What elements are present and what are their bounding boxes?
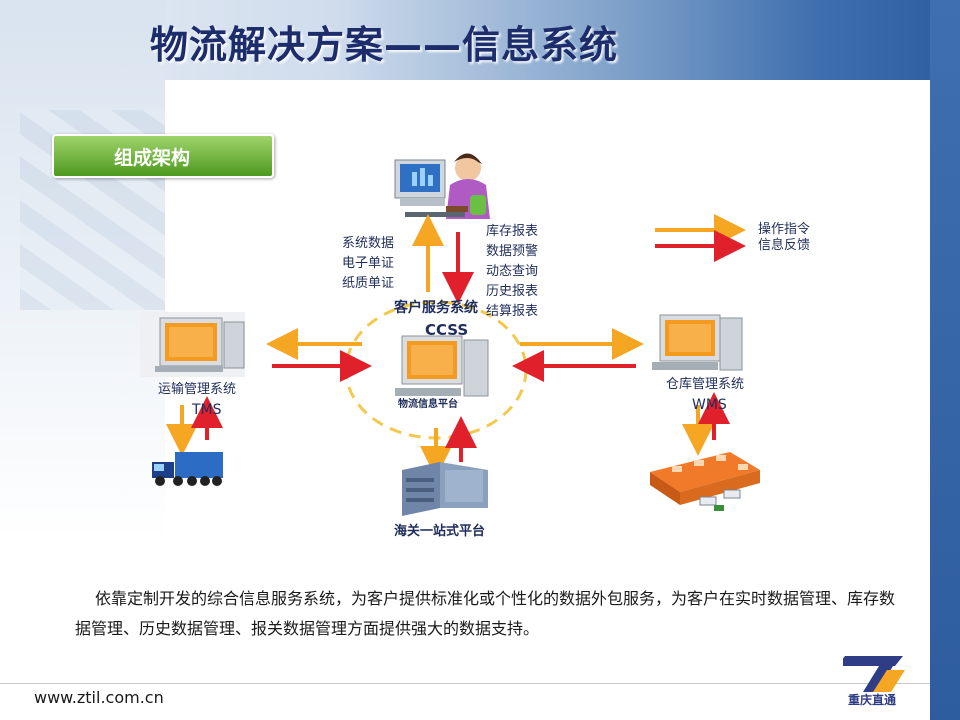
incoming-label-3: 动态查询 (486, 264, 539, 279)
legend-label-1: 操作指令 (758, 222, 811, 237)
footer-url: www.ztil.com.cn (34, 688, 164, 707)
section-badge: 组成架构 (52, 134, 274, 178)
center-system-code: CCSS (425, 321, 469, 339)
customs-server-icon (402, 462, 488, 516)
tms-computer-icon (140, 312, 245, 377)
center-system-title: 客户服务系统 (394, 300, 478, 316)
warehouse-icon (650, 452, 760, 511)
legend-label-2: 信息反馈 (758, 238, 811, 253)
incoming-label-1: 库存报表 (486, 224, 539, 239)
wms-name: 仓库管理系统 (666, 377, 745, 392)
page-title: 物流解决方案——信息系统 (150, 23, 619, 67)
content-area (165, 80, 930, 640)
incoming-label-2: 数据预警 (486, 244, 539, 259)
outgoing-label-2: 电子单证 (342, 256, 395, 271)
incoming-label-5: 结算报表 (486, 304, 539, 319)
wms-code: WMS (692, 397, 727, 413)
center-computer-icon (395, 335, 489, 397)
company-logo (843, 656, 905, 692)
operator-workstation-icon (394, 153, 490, 219)
platform-label: 物流信息平台 (398, 399, 458, 410)
logo-text: 重庆直通 (848, 693, 897, 707)
tms-code: TMS (192, 402, 222, 418)
footer-divider (0, 683, 930, 684)
right-edge-bar (930, 0, 960, 720)
outgoing-label-1: 系统数据 (342, 236, 395, 251)
description-text: 依靠定制开发的综合信息服务系统，为客户提供标准化或个性化的数据外包服务，为客户在… (75, 589, 896, 638)
outgoing-label-3: 纸质单证 (342, 276, 395, 291)
customs-label: 海关一站式平台 (394, 524, 486, 539)
tms-name: 运输管理系统 (158, 382, 237, 397)
wms-computer-icon (652, 314, 743, 371)
incoming-label-4: 历史报表 (486, 284, 539, 299)
truck-icon (152, 452, 223, 486)
